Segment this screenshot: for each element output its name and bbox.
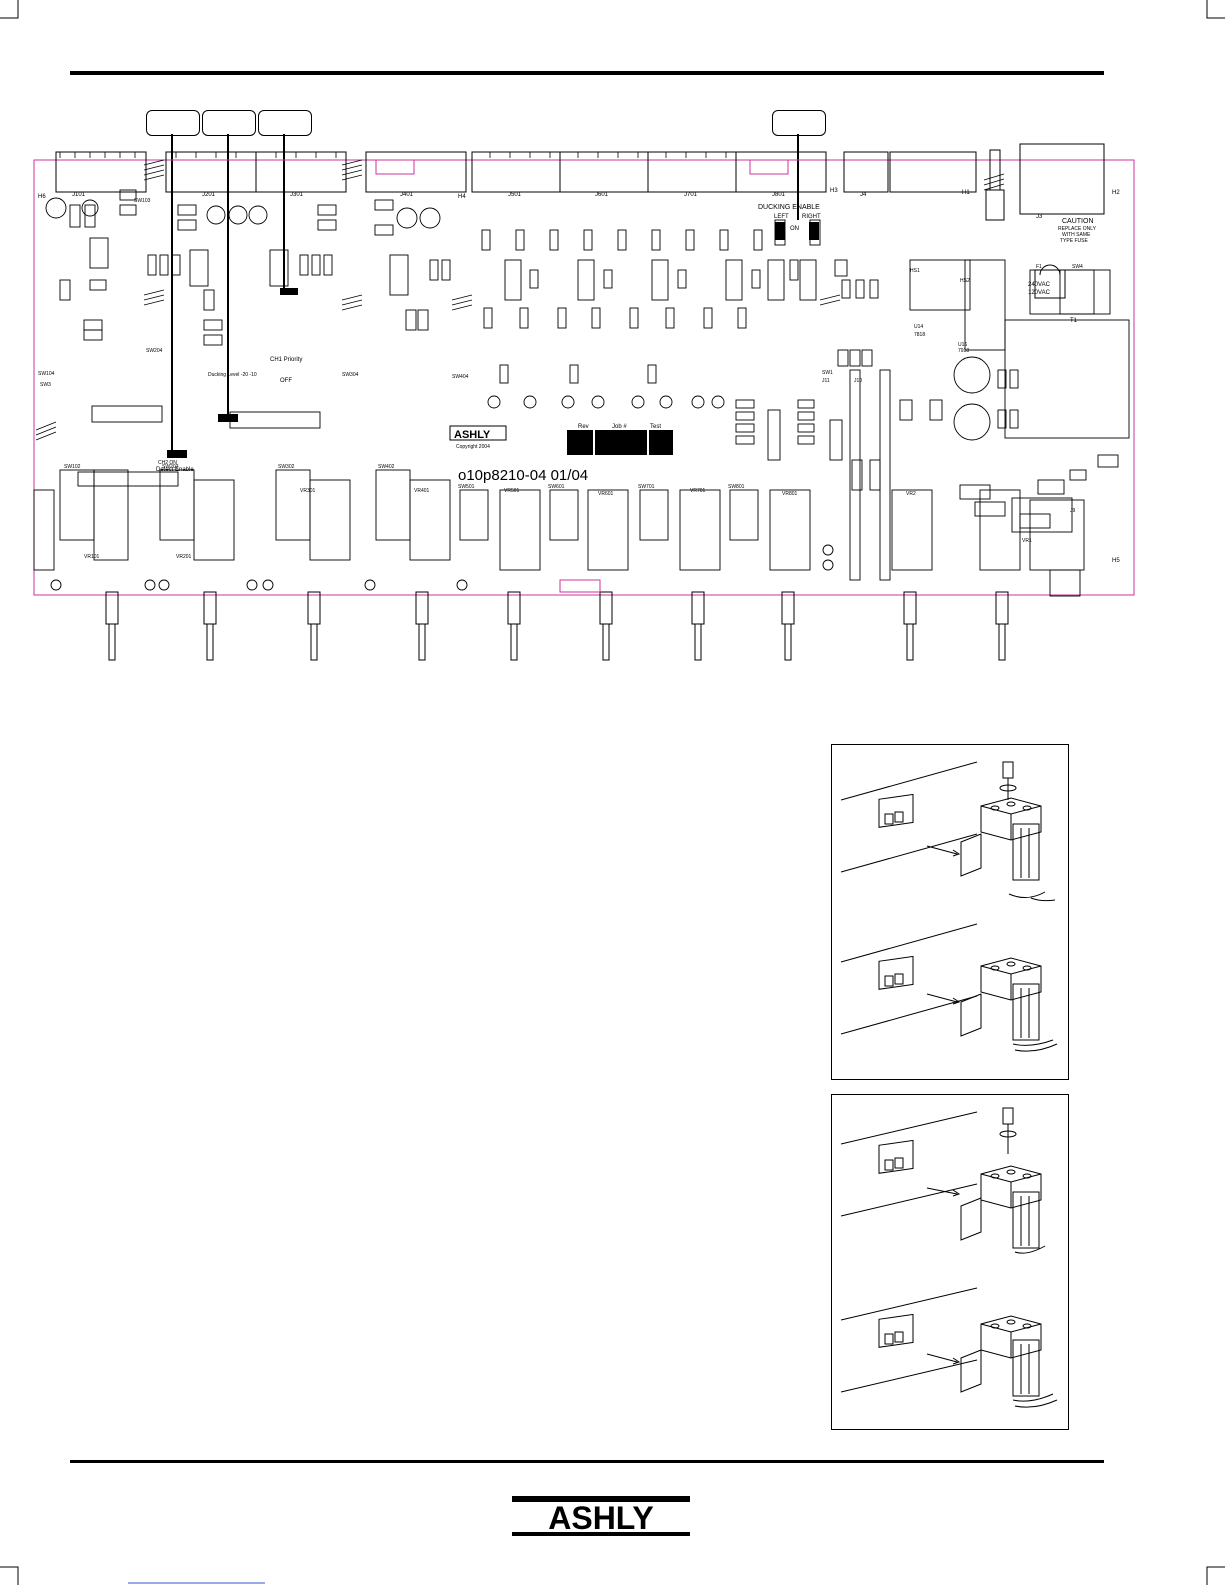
connector-label: J4	[860, 192, 867, 198]
switch-label: SW102	[64, 464, 81, 470]
ch1-off-label: OFF	[280, 378, 292, 384]
header-rule	[70, 71, 1104, 75]
callout-box-1	[146, 110, 200, 136]
board-revision-code: o10p8210-04 01/04	[458, 467, 588, 484]
ducking-enable-label: DUCKING ENABLE	[758, 204, 820, 211]
pot-label: VR101	[84, 554, 100, 560]
small-label: J10	[854, 378, 862, 384]
small-label: 7818	[914, 332, 925, 338]
connector-install-figure-1	[831, 744, 1069, 1080]
board-copyright: Copyright 2004	[456, 444, 490, 450]
corner-label: H2	[1112, 190, 1120, 196]
connector-install-figure-2	[831, 1094, 1069, 1430]
ch2-on-label: CH2 ON	[158, 460, 177, 466]
caution-title: CAUTION	[1062, 218, 1094, 225]
caution-line-1: REPLACE ONLY	[1058, 226, 1097, 232]
voltage-240: 240VAC	[1028, 282, 1051, 288]
pcb-layout-diagram: o10p8210-04 01/04 ASHLY Copyright 2004 R…	[33, 134, 1135, 661]
pot-label: VR301	[300, 488, 316, 494]
small-label: J9	[1070, 508, 1076, 514]
switch-label: SW501	[458, 484, 475, 490]
connector-label: J3	[1036, 214, 1043, 220]
connector-label: J401	[400, 192, 414, 198]
connector-label: J801	[772, 192, 786, 198]
pot-label: VR2	[906, 491, 916, 497]
voltage-120: 120VAC	[1028, 290, 1051, 296]
small-label: SW304	[342, 372, 359, 378]
small-label: SW1	[822, 370, 833, 376]
small-label: U14	[914, 324, 923, 330]
detect-enable-label: Detect Enable	[156, 467, 194, 473]
connector-label: J201	[202, 192, 216, 198]
switch-label: SW601	[548, 484, 565, 490]
small-label: HS1	[910, 268, 920, 274]
rev-label: Rev	[578, 424, 589, 430]
connector-label: J601	[595, 192, 609, 198]
small-label: SW3	[40, 382, 51, 388]
connector-label: J701	[684, 192, 698, 198]
small-label: SW104	[38, 371, 55, 377]
callout-box-4	[772, 110, 826, 136]
corner-label: H5	[1112, 558, 1120, 564]
small-label: SW4	[1072, 264, 1083, 270]
footer-rule	[70, 1460, 1104, 1463]
pot-label: VR501	[504, 488, 520, 494]
small-label: J11	[822, 378, 830, 384]
test-label: Test	[650, 424, 661, 430]
switch-label: SW701	[638, 484, 655, 490]
switch-label: SW402	[378, 464, 395, 470]
small-label: 7918	[958, 348, 969, 354]
ch1-priority-label: CH1 Priority	[270, 357, 302, 363]
small-label: SW404	[452, 374, 469, 380]
connector-label: J101	[72, 192, 86, 198]
ducking-left-label: LEFT	[774, 214, 789, 220]
ducking-level-label: Ducking Level -20 -10	[208, 372, 257, 378]
small-label: F1	[1036, 264, 1042, 270]
switch-label: SW202	[162, 464, 179, 470]
switch-label: SW302	[278, 464, 295, 470]
corner-label: H4	[458, 194, 466, 200]
small-label: SW103	[134, 198, 151, 204]
pot-label: VR1	[1022, 538, 1032, 544]
small-label: SW204	[146, 348, 163, 354]
pot-label: VR601	[598, 491, 614, 497]
pot-label: VR201	[176, 554, 192, 560]
corner-label: H3	[830, 188, 838, 194]
logo-text: ASHLY	[548, 1500, 654, 1536]
switch-label: SW801	[728, 484, 745, 490]
caution-line-3: TYPE FUSE	[1060, 238, 1088, 244]
corner-label: H1	[962, 190, 970, 196]
corner-label: H6	[38, 194, 46, 200]
small-label: T1	[1070, 318, 1078, 324]
job-label: Job #	[612, 424, 627, 430]
small-label: HS2	[960, 278, 970, 284]
pot-label: VR701	[690, 488, 706, 494]
small-label: U16	[958, 342, 967, 348]
connector-label: J301	[290, 192, 304, 198]
ducking-right-label: RIGHT	[802, 214, 821, 220]
caution-line-2: WITH SAME	[1062, 232, 1091, 238]
ducking-on-label: ON	[790, 226, 799, 232]
pot-label: VR801	[782, 491, 798, 497]
pot-label: VR401	[414, 488, 430, 494]
connector-label: J501	[508, 192, 522, 198]
board-maker: ASHLY	[454, 429, 491, 441]
ashly-logo: ASHLY	[512, 1496, 690, 1536]
